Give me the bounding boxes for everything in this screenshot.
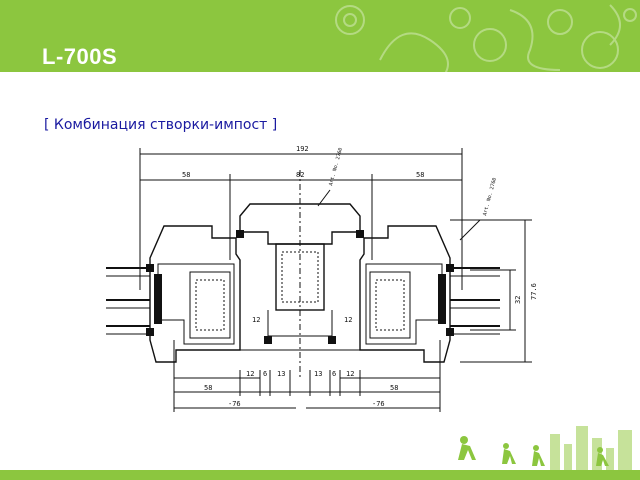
svg-text:12: 12 <box>252 316 260 324</box>
dim-center-top: 82 <box>296 171 304 179</box>
dim-left-top: 58 <box>182 171 190 179</box>
note-art-center: Art. No. 2760 <box>328 147 344 186</box>
svg-text:12: 12 <box>344 316 352 324</box>
page-title: L-700S <box>42 44 118 69</box>
dim-b-left-58: 58 <box>204 384 212 392</box>
profile-cross-section-drawing: 192 58 82 58 58 58 12 6 13 13 6 12 -76 -… <box>106 145 538 412</box>
dim-b-right-58: 58 <box>390 384 398 392</box>
dim-height-overall: 77.6 <box>530 283 538 300</box>
svg-text:12: 12 <box>346 370 354 378</box>
dim-b-left-76: -76 <box>228 400 241 408</box>
svg-text:13: 13 <box>277 370 285 378</box>
floral-pattern-decoration <box>335 4 637 72</box>
svg-text:6: 6 <box>332 370 336 378</box>
dim-overall: 192 <box>296 145 309 153</box>
svg-text:6: 6 <box>263 370 267 378</box>
svg-text:13: 13 <box>314 370 322 378</box>
dim-right-top: 58 <box>416 171 424 179</box>
left-sash-profile <box>149 225 241 363</box>
page-subtitle: [ Комбинация створки-импост ] <box>44 117 278 133</box>
mullion-profile <box>239 203 361 245</box>
footer-bar <box>0 470 640 480</box>
city-skyline-decoration <box>458 426 632 470</box>
svg-text:12: 12 <box>246 370 254 378</box>
dim-b-right-76: -76 <box>372 400 385 408</box>
right-sash-profile <box>359 225 451 363</box>
note-art-right: Art. No. 2760 <box>482 177 498 216</box>
header-banner <box>0 0 640 72</box>
dim-height-glass: 32 <box>514 296 522 304</box>
